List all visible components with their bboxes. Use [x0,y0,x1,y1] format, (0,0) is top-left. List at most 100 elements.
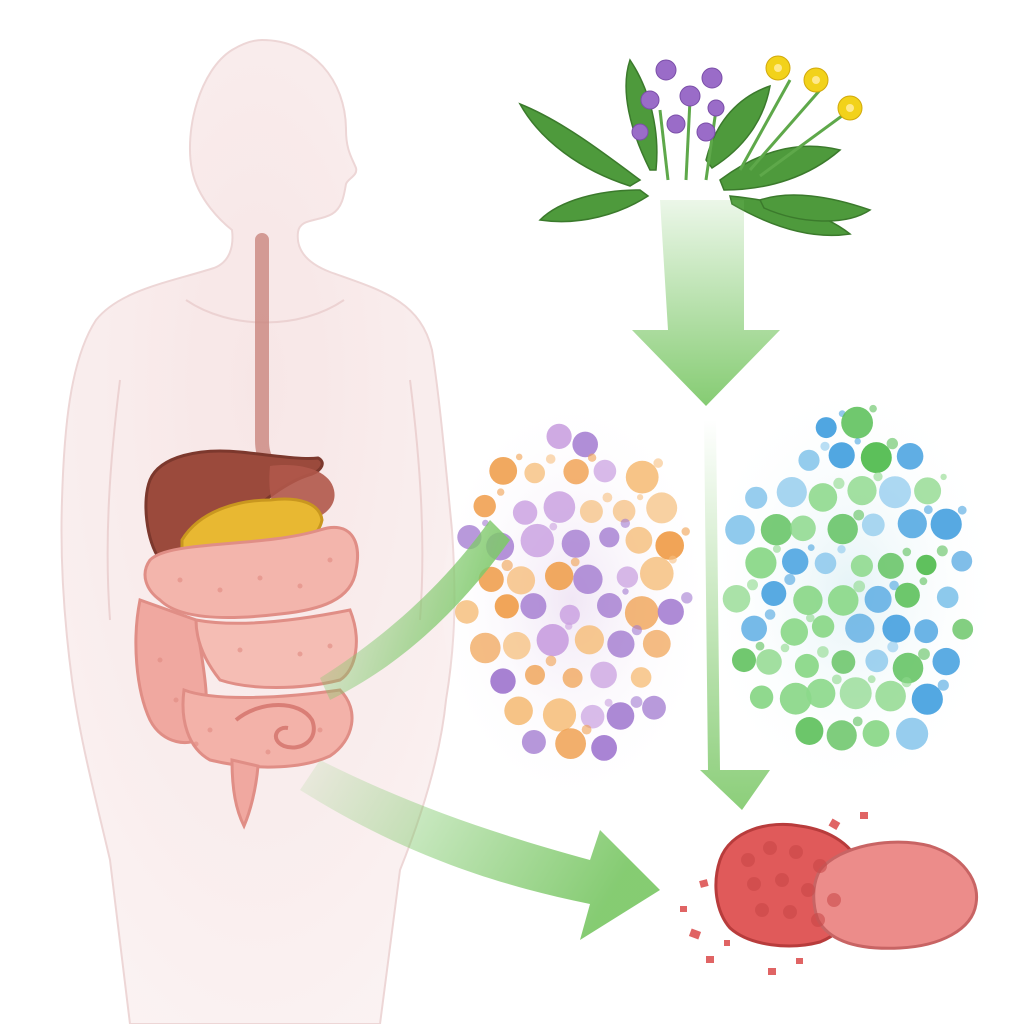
microbe-cell [593,459,617,483]
microbe-cell [826,720,857,751]
microbe-cell [494,594,519,619]
microbe-speck [622,588,629,595]
microbe-cell [865,649,889,673]
metabolite-fragments [680,812,979,975]
microbe-cell [725,515,755,545]
microbe-cell [597,593,622,618]
microbe-cell [625,460,659,494]
microbe-cell [845,613,875,643]
microbe-cell [760,514,793,546]
microbe-cell [616,566,639,588]
microbe-speck [886,437,898,450]
microbe-cell [793,585,823,615]
microbe-cell [951,550,973,572]
arrow-herbs-down [632,200,780,406]
microbe-cell [657,598,684,625]
microbe-speck [570,557,580,567]
microbe-cell [455,600,479,624]
microbe-speck [867,675,876,684]
microbe-cell [520,593,547,620]
microbe-cell [861,513,885,537]
microbe-cell [490,668,516,694]
microbe-speck [853,509,865,521]
microbe-cell [864,585,892,613]
microbe-speck [837,545,846,554]
microbe-cell [911,683,943,715]
microbe-cell [655,531,684,560]
microbe-cell [914,619,939,644]
gut-microbe-cluster-cool [710,395,990,785]
microbe-speck [545,655,557,667]
microbe-cell [831,650,856,674]
microbe-cell [525,664,545,685]
microbe-cell [489,457,518,485]
microbe-cell [782,548,809,575]
microbe-speck [918,648,930,660]
microbe-speck [833,477,845,489]
microbe-speck [852,716,863,727]
microbe-speck [923,505,933,515]
microbe-cell [521,730,546,754]
microbe-speck [937,679,949,691]
microbe-cell [828,442,855,469]
microbe-cell [546,423,572,449]
intestines [134,525,359,830]
microbe-cell [599,527,620,548]
microbe-speck [853,580,866,593]
microbe-speck [772,544,781,553]
arrow-gut-to-metabolites [300,760,660,940]
microbe-speck [869,404,877,413]
microbe-cell [914,477,942,505]
microbe-cell [574,625,605,655]
microbe-speck [668,555,677,564]
microbe-cell [504,696,533,726]
microbe-cell [542,698,577,732]
microbe-cell [543,491,576,523]
microbe-cell [642,629,671,658]
microbe-cell [827,585,859,616]
microbe-cell [503,631,531,660]
microbe-cell [847,476,877,506]
microbe-speck [602,492,613,503]
microbe-speck [637,494,644,501]
microbe-cell [897,509,927,539]
microbe-cell [779,682,812,715]
microbe-cell [896,443,924,470]
microbe-cell [646,492,678,524]
microbe-cell [877,552,904,579]
microbe-speck [747,579,758,591]
microbe-cell [561,529,590,558]
microbe-speck [620,518,630,528]
microbe-cell [875,680,906,712]
microbe-cell [932,647,960,676]
microbe-speck [919,577,928,586]
microbe-speck [780,643,790,653]
microbe-speck [889,580,899,591]
microbe-cell [624,596,659,630]
microbe-cell [827,513,858,545]
microbe-cell [555,728,586,759]
microbe-cell [722,585,751,613]
microbe-cell [860,442,892,474]
microbe-speck [957,505,967,515]
microbe-cell [894,582,920,608]
microbe-cell [930,508,962,540]
arrow-microbes-to-metabolites [700,420,770,810]
microbe-cell [580,704,605,729]
microbe-cell [882,614,911,643]
microbe-cell [562,667,583,688]
microbe-speck [854,438,861,445]
microbe-speck [565,622,573,630]
microbe-speck [764,609,776,620]
microbe-cell [780,618,808,646]
microbe-cell [896,717,929,750]
microbe-speck [681,592,693,604]
microbe-speck [681,527,690,536]
microbe-cell [811,615,835,638]
microbe-cell [839,677,872,710]
microbe-speck [653,458,663,468]
gut-microbe-cluster-warm [442,410,702,790]
microbe-cell [478,566,504,593]
microbe-cell [563,459,589,485]
